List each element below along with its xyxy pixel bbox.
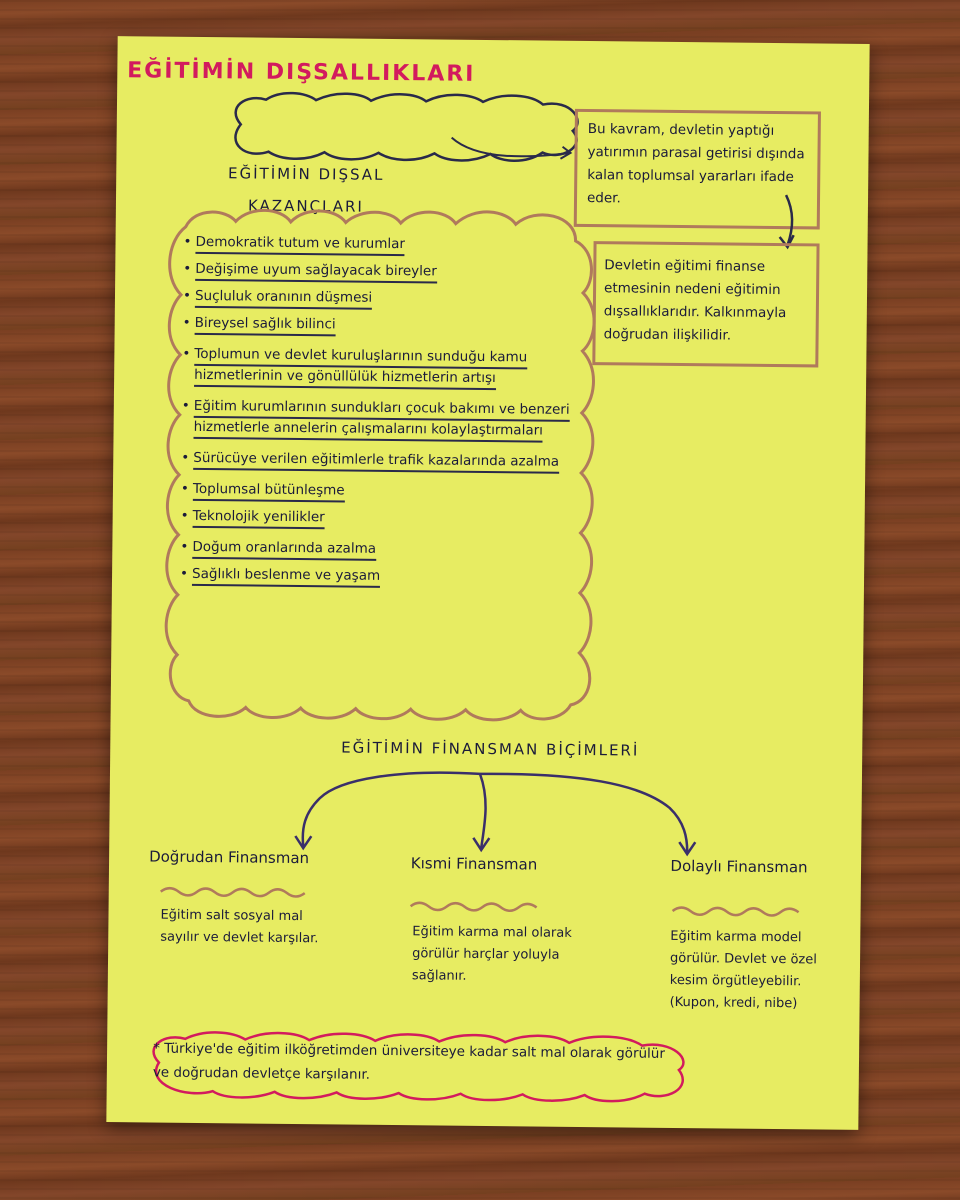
branch-partial-title: Kısmi Finansman: [410, 854, 538, 874]
list-item: Toplumun ve devlet kuruluşlarının sunduğ…: [182, 344, 592, 391]
reason-box: Devletin eğitimi finanse etmesinin neden…: [592, 241, 820, 368]
list-item: Teknolojik yenilikler: [181, 506, 591, 531]
branch-direct-title: Doğrudan Finansman: [149, 847, 310, 868]
wavy-underline-icon: [159, 886, 306, 898]
wavy-underline-icon: [409, 901, 538, 912]
arrow-to-definition-icon: [450, 136, 573, 160]
gains-heading-line1: EĞİTİMİN DIŞSAL: [227, 164, 385, 184]
page-title: EĞİTİMİN DIŞSALLIKLARI: [127, 58, 476, 87]
list-item: Toplumsal bütünleşme: [181, 479, 591, 504]
title-cloud-frame: [234, 91, 579, 162]
footnote-text: * Türkiye'de eğitim ilköğretimden üniver…: [152, 1040, 666, 1083]
list-item: Değişime uyum sağlayacak bireyler: [183, 259, 593, 284]
list-item: Sağlıklı beslenme ve yaşam: [180, 564, 590, 589]
list-item: Doğum oranlarında azalma: [180, 537, 590, 562]
arrow-down-icon: [778, 194, 795, 250]
gains-list: Demokratik tutum ve kurumlar Değişime uy…: [180, 232, 594, 595]
branch-partial-text: Eğitim karma mal olarak görülür harçlar …: [411, 924, 572, 984]
gains-cloud-frame: [164, 208, 596, 722]
wavy-underline-icon: [671, 906, 800, 917]
financing-heading: EĞİTİMİN FİNANSMAN BİÇİMLERİ: [341, 738, 640, 760]
reason-text: Devletin eğitimi finanse etmesinin neden…: [603, 257, 787, 344]
yellow-note-paper: EĞİTİMİN DIŞSALLIKLARI Bu kavram, devlet…: [106, 36, 870, 1130]
note-cloud-frame: [152, 1031, 685, 1103]
branch-indirect-title: Dolaylı Finansman: [670, 856, 808, 877]
list-item: Bireysel sağlık bilinci: [183, 313, 593, 338]
list-item: Suçluluk oranının düşmesi: [183, 286, 593, 311]
branch-direct-text: Eğitim salt sosyal mal sayılır ve devlet…: [160, 907, 319, 947]
list-item: Sürücüye verilen eğitimlerle trafik kaza…: [181, 448, 591, 474]
branch-indirect-text: Eğitim karma model görülür. Devlet ve öz…: [669, 928, 817, 1012]
list-item: Eğitim kurumlarının sundukları çocuk bak…: [182, 396, 592, 443]
branch-arrows-icon: [294, 771, 697, 857]
list-item: Demokratik tutum ve kurumlar: [183, 232, 593, 257]
